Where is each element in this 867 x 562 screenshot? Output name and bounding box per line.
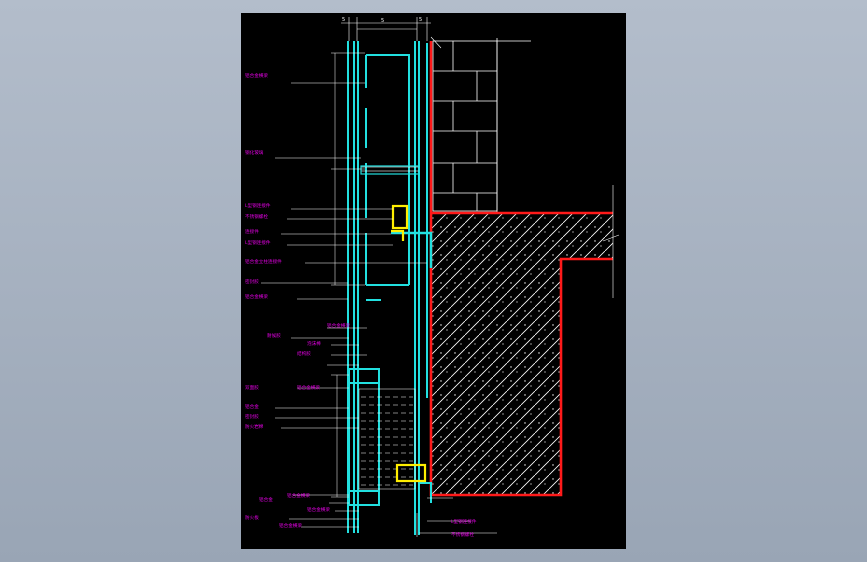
label-1: 铝合金横梁: [245, 72, 268, 79]
label-13: 结构胶: [297, 350, 311, 357]
glazing-strip: [360, 165, 420, 175]
dimension-texts: 5 5 5: [342, 17, 422, 24]
brick-wall: [432, 38, 531, 213]
label-2: 钢化玻璃: [245, 149, 264, 156]
label-18: 防火岩棉: [245, 423, 264, 430]
label-22: 防火板: [245, 514, 259, 521]
label-24: L型钢连接件: [451, 518, 477, 525]
label-5: 连接件: [245, 228, 259, 235]
svg-text:5: 5: [419, 17, 422, 23]
steel-anchor-brackets: [391, 204, 427, 483]
label-12: 泡沫棒: [307, 340, 321, 347]
label-3: L型钢连接件: [245, 202, 271, 209]
label-10: 铝合金横梁: [327, 322, 350, 329]
label-6: L型钢连接件: [245, 239, 271, 246]
top-dimension: [341, 17, 442, 49]
label-8: 密封胶: [245, 278, 259, 285]
label-17: 密封胶: [245, 413, 259, 420]
label-9: 铝合金横梁: [245, 293, 268, 300]
label-20: 铝合金横梁: [287, 492, 310, 499]
label-16: 铝合金: [245, 403, 259, 410]
insulation-block: [358, 388, 416, 490]
label-23: 铝合金横梁: [279, 522, 302, 529]
label-15: 双面胶: [245, 384, 259, 391]
curtain-wall-section-drawing: 5 5 5 铝合金横梁 钢化玻璃 L型钢连接件 不锈钢螺栓 连接件 L型钢连接件…: [245, 17, 620, 538]
label-14: 铝合金横梁: [297, 384, 320, 391]
annotation-labels: 铝合金横梁 钢化玻璃 L型钢连接件 不锈钢螺栓 连接件 L型钢连接件 铝合金立柱…: [245, 72, 477, 538]
aluminum-frame: [347, 41, 433, 535]
label-11: 耐候胶: [267, 332, 281, 339]
left-dimensions: [331, 52, 365, 498]
svg-text:5: 5: [381, 18, 384, 24]
label-19: 铝合金: [259, 496, 273, 503]
label-21: 铝合金横梁: [307, 506, 330, 513]
label-4: 不锈钢螺栓: [245, 213, 268, 220]
label-7: 铝合金立柱连接件: [245, 258, 282, 265]
svg-text:5: 5: [342, 17, 345, 23]
cad-drawing-viewport[interactable]: 5 5 5 铝合金横梁 钢化玻璃 L型钢连接件 不锈钢螺栓 连接件 L型钢连接件…: [241, 13, 626, 549]
label-25: 不锈钢螺栓: [451, 531, 474, 538]
leader-lines: [261, 82, 497, 537]
concrete-slab: [429, 41, 620, 497]
